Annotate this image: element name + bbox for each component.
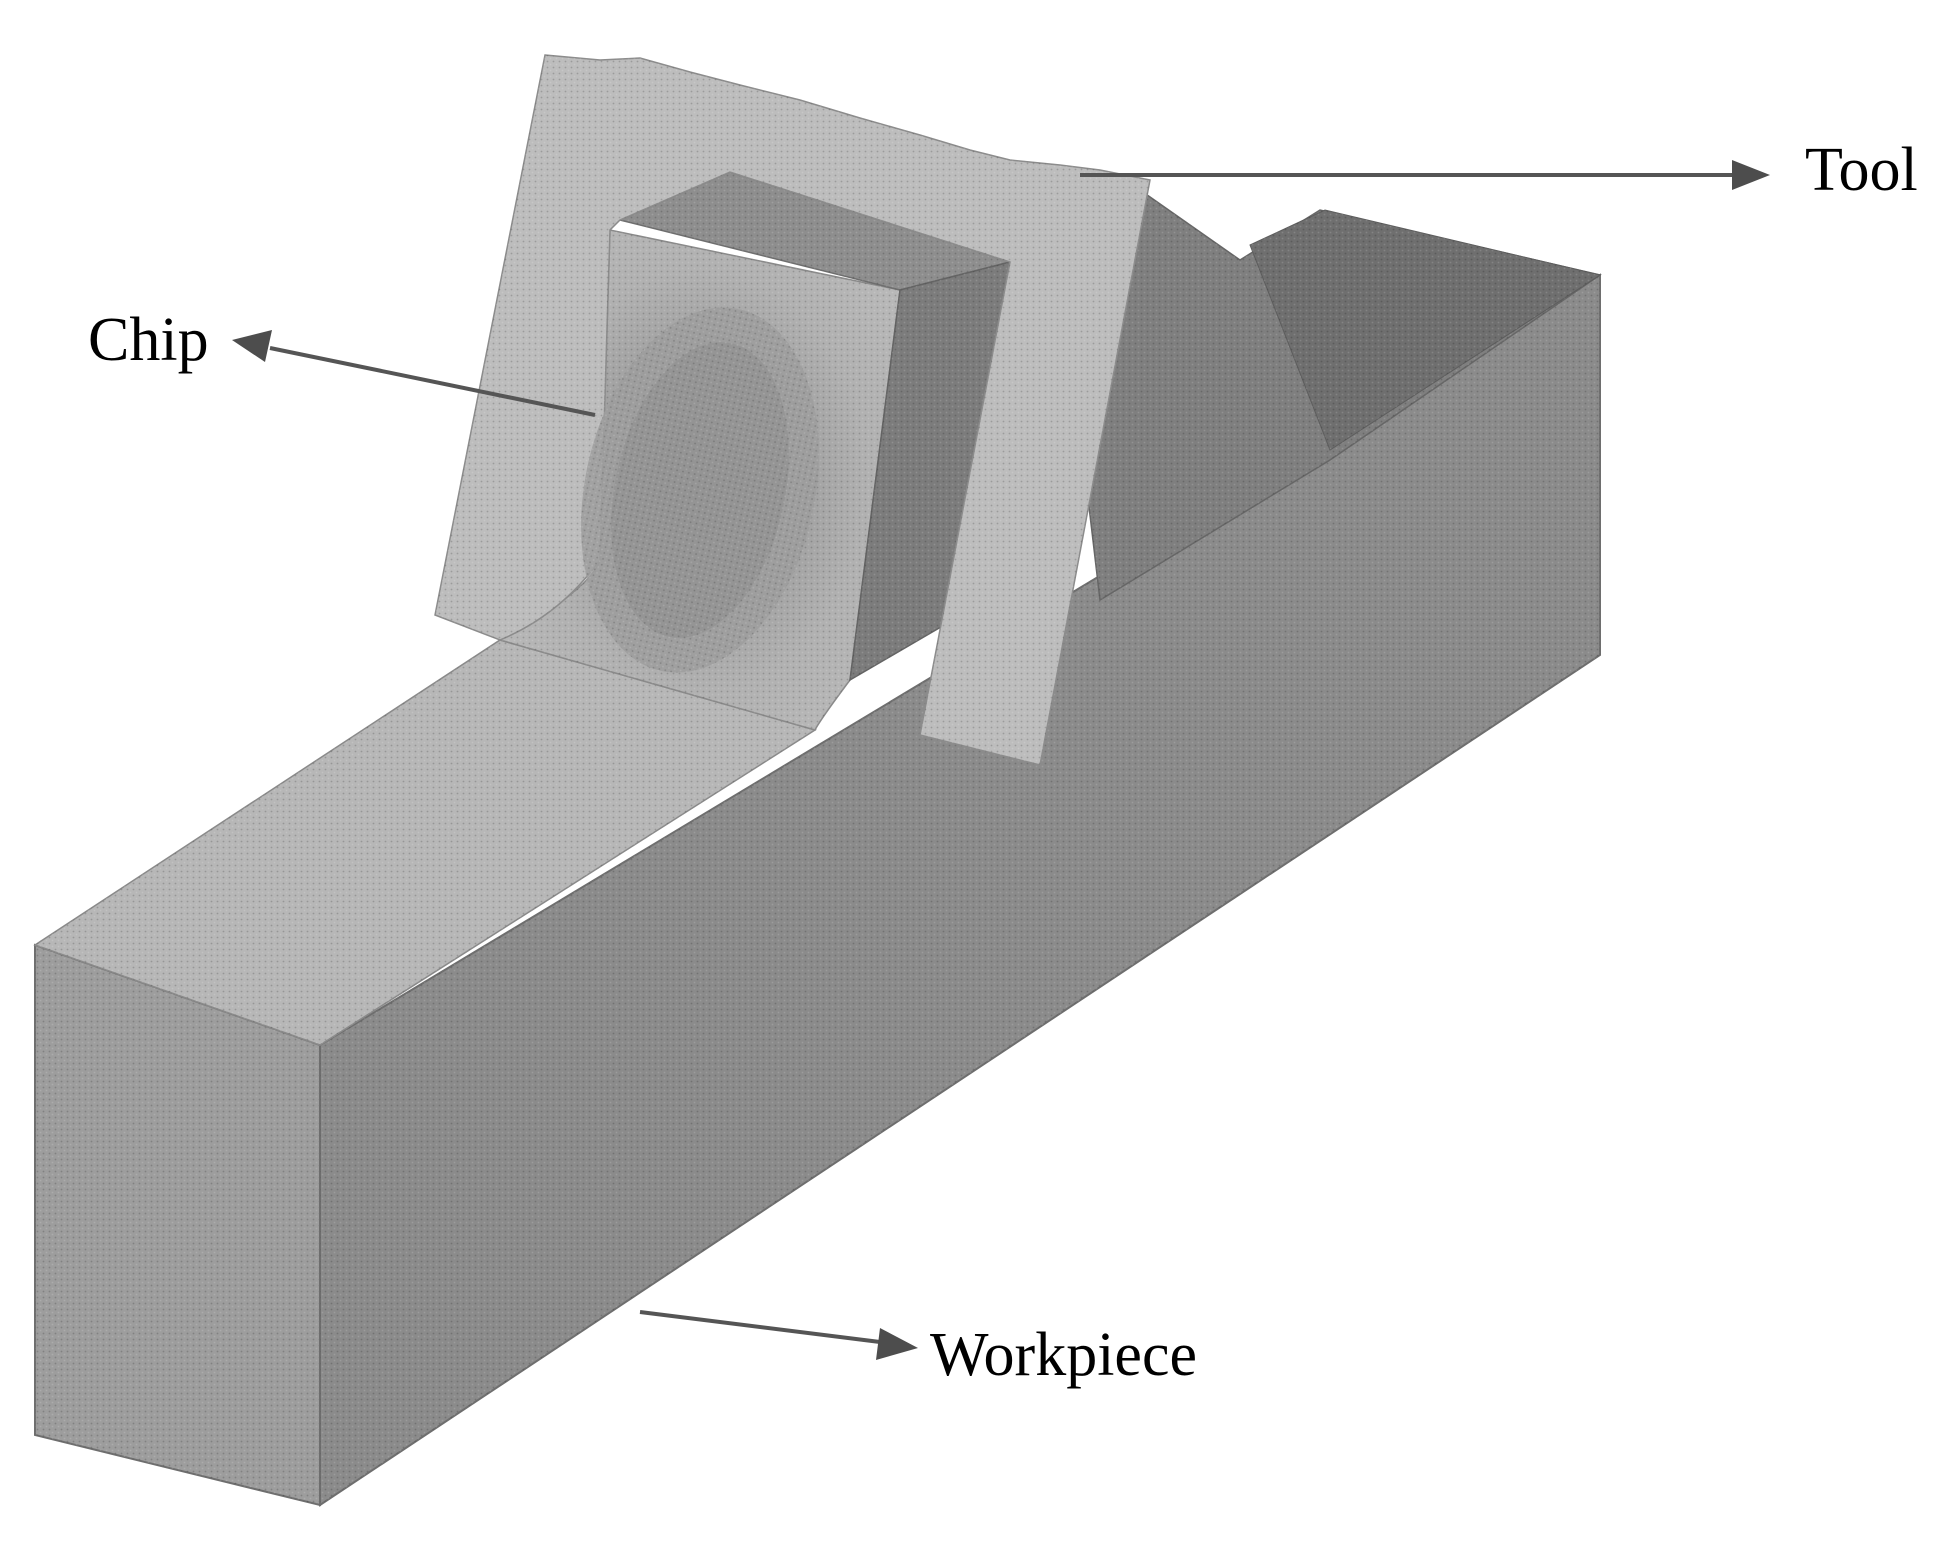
- tool-label: Tool: [1805, 136, 1918, 204]
- workpiece-label: Workpiece: [930, 1321, 1197, 1389]
- chip-label: Chip: [88, 306, 209, 374]
- workpiece-arrow-line: [639, 1310, 881, 1344]
- chip-arrow-head: [232, 330, 272, 362]
- tool-arrow-head: [1732, 160, 1770, 190]
- workpiece-arrow-head: [876, 1328, 918, 1360]
- chip-arrow-line: [269, 346, 596, 417]
